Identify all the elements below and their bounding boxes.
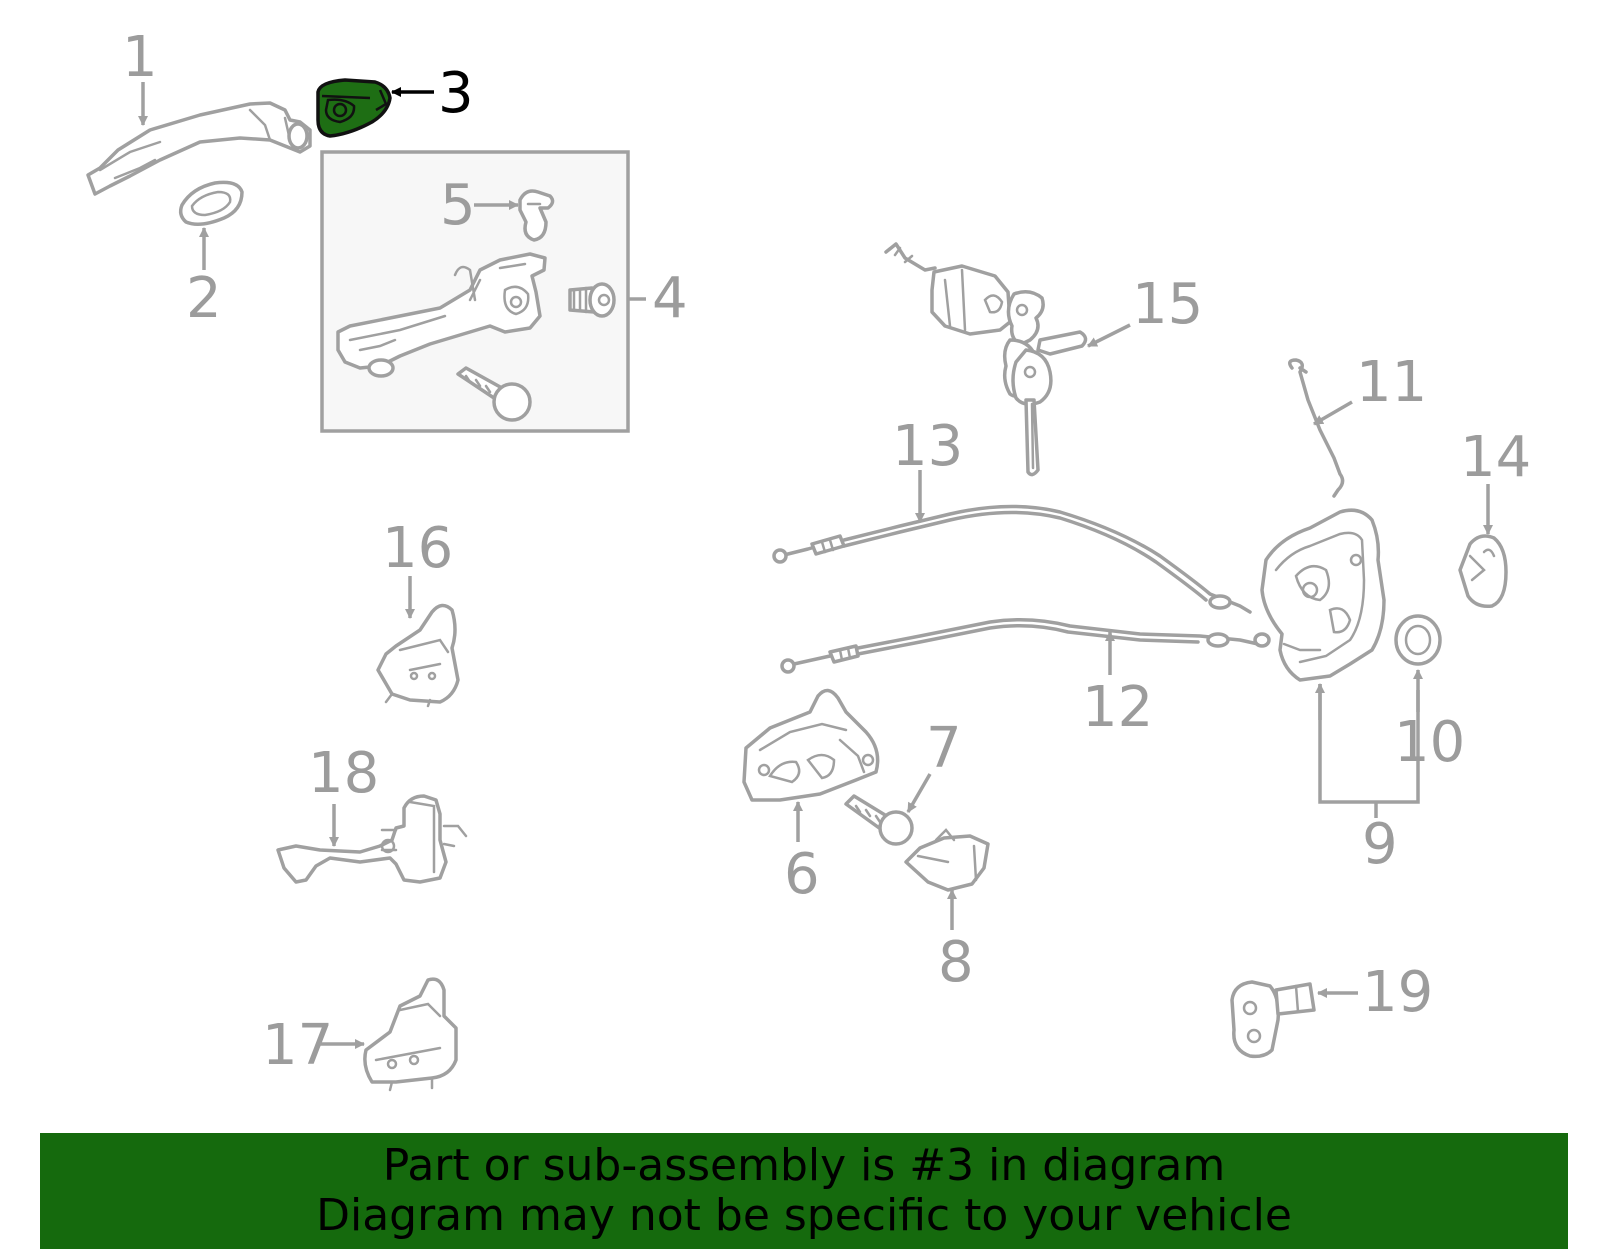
part-15-lock-cylinder-keys[interactable]	[884, 242, 1088, 477]
callout-19: 19	[1362, 960, 1433, 1025]
part-19-courtesy-switch[interactable]	[1230, 980, 1316, 1059]
part-8-handle-cover[interactable]	[904, 828, 990, 892]
part-4-bolt-lower[interactable]	[456, 366, 532, 422]
leader-15	[1087, 323, 1131, 348]
callout-14: 14	[1460, 425, 1531, 490]
callout-13: 13	[892, 414, 963, 479]
banner-line-2: Diagram may not be specific to your vehi…	[316, 1190, 1292, 1241]
callout-10: 10	[1394, 710, 1465, 775]
part-9-door-lock-actuator[interactable]	[1260, 508, 1386, 682]
part-14-striker-cover[interactable]	[1458, 534, 1508, 609]
part-17-lower-hinge[interactable]	[363, 977, 458, 1092]
bracket-9	[1318, 684, 1420, 804]
part-3-lock-cylinder-cover[interactable]	[316, 78, 392, 138]
callout-3: 3	[438, 61, 474, 126]
part-11-lock-rod[interactable]	[1288, 358, 1345, 498]
part-2-handle-escutcheon[interactable]	[178, 180, 244, 226]
callout-2: 2	[186, 266, 222, 331]
banner-line-1: Part or sub-assembly is #3 in diagram	[382, 1140, 1226, 1191]
part-4-handle-frame[interactable]	[336, 252, 547, 378]
callout-16: 16	[382, 516, 453, 581]
callout-18: 18	[308, 741, 379, 806]
leader-7	[906, 773, 932, 813]
part-18-door-check[interactable]	[276, 794, 468, 884]
callout-7: 7	[926, 716, 962, 781]
part-13-inside-handle-cable[interactable]	[772, 504, 1252, 614]
notice-banner: Part or sub-assembly is #3 in diagram Di…	[40, 1133, 1568, 1249]
part-7-screw[interactable]	[844, 794, 914, 846]
part-12-lock-cable[interactable]	[780, 618, 1271, 674]
callout-8: 8	[938, 930, 974, 995]
callout-15: 15	[1132, 272, 1203, 337]
callout-11: 11	[1356, 350, 1427, 415]
callout-1: 1	[122, 25, 158, 90]
part-10-grommet[interactable]	[1394, 614, 1442, 666]
callout-9: 9	[1362, 812, 1398, 877]
part-5-clip[interactable]	[518, 189, 555, 242]
part-1-outside-handle[interactable]	[86, 101, 312, 196]
part-4-bolt-right[interactable]	[568, 282, 616, 318]
part-16-upper-hinge[interactable]	[376, 603, 460, 708]
callout-4: 4	[652, 266, 688, 331]
part-6-inside-handle[interactable]	[742, 688, 880, 802]
leader-11	[1313, 400, 1353, 426]
callout-5: 5	[440, 173, 476, 238]
callout-12: 12	[1082, 675, 1153, 740]
callout-6: 6	[784, 842, 820, 907]
